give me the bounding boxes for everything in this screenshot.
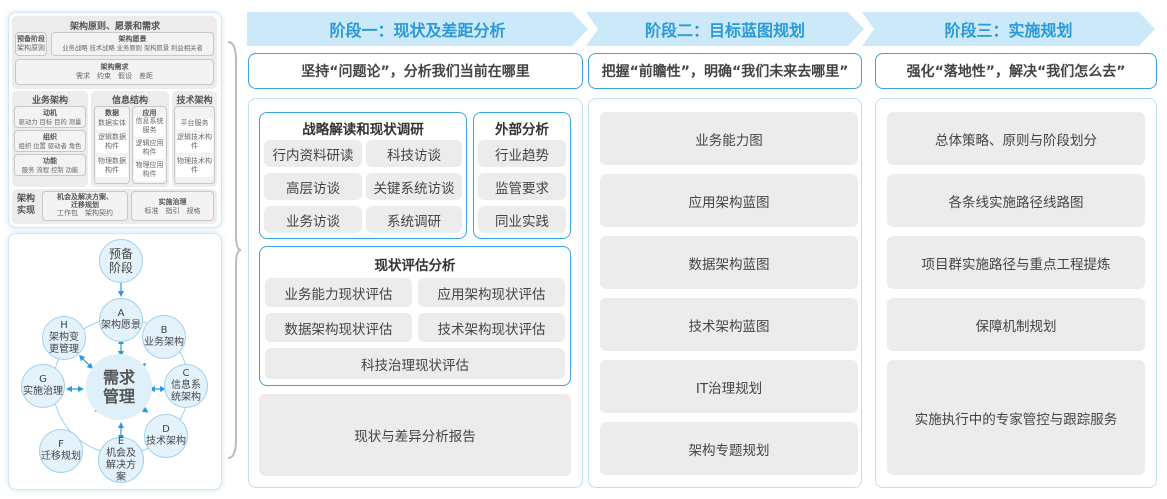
external-item: 监管要求 [478, 173, 566, 200]
phase-1-subtitle: 坚持“问题论”，分析我们当前在哪里 [248, 53, 583, 89]
phase-2-item: 技术架构蓝图 [600, 298, 858, 351]
realization-title: 架构实现 [16, 194, 35, 216]
strategy-item: 系统调研 [366, 206, 462, 233]
phase-2-item: 数据架构蓝图 [600, 236, 858, 289]
brace [227, 41, 242, 459]
strategy-research-title: 战略解读和现状调研 [302, 122, 424, 138]
gap-analysis-report: 现状与差异分析报告 [259, 394, 571, 476]
assessment-title: 现状评估分析 [374, 258, 456, 274]
strategy-item: 高层访谈 [264, 173, 362, 200]
principles-title: 架构原则、愿景和需求 [69, 22, 160, 32]
opportunity-box: 机会及解决方案、迁移规划工作包 架构契约 [42, 191, 128, 221]
phase-2-item: 应用架构蓝图 [600, 174, 858, 227]
phase-1-banner: 阶段一：现状及差距分析 [247, 12, 588, 46]
governance-box: 实施治理标准 指引 规格 [131, 191, 214, 221]
data-item: 物理数据构件 [96, 157, 128, 177]
external-item: 行业趋势 [478, 140, 566, 167]
phase-3-item: 项目群实施路径与重点工程提炼 [887, 236, 1145, 289]
tech-item: 逻辑技术构件 [176, 133, 213, 153]
phase-3-item: 实施执行中的专家管控与跟踪服务 [887, 360, 1145, 475]
phase-3-item: 各条线实施路径线路图 [887, 174, 1145, 227]
info-arch-title: 信息结构 [111, 96, 148, 106]
strategy-item: 行内资料研读 [264, 140, 362, 167]
assessment-item: 业务能力现状评估 [265, 278, 412, 307]
assessment-item: 技术架构现状评估 [418, 313, 565, 342]
strategy-item: 关键系统访谈 [366, 173, 462, 200]
business-arch-title: 业务架构 [31, 96, 68, 106]
data-item: 逻辑数据构件 [96, 133, 128, 153]
prelim-phase-circle: 预备阶段 [99, 239, 143, 283]
phase-2-banner: 阶段二：目标蓝图规划 [586, 12, 864, 46]
phase-3-banner: 阶段三：实施规划 [862, 12, 1155, 46]
organization-box: 组织组织 位置 驱动者 角色 [14, 130, 86, 152]
phase-2-item: 架构专题规划 [600, 422, 858, 475]
tech-item: 平台服务 [176, 119, 213, 130]
motivation-box: 动机驱动力 目标 目的 测量 [14, 106, 86, 128]
strategy-item: 科技访谈 [366, 140, 462, 167]
center-requirements-management: 需求管理 [86, 354, 152, 420]
assessment-item: 应用架构现状评估 [418, 278, 565, 307]
strategy-item: 业务访谈 [264, 206, 362, 233]
data-item: 数据实体 [96, 119, 128, 130]
tech-item: 物理技术构件 [176, 157, 213, 177]
phase-2-item: IT治理规划 [600, 360, 858, 413]
assessment-item: 科技治理现状评估 [265, 348, 565, 379]
external-item: 同业实践 [478, 206, 566, 233]
phase-2-subtitle: 把握“前瞻性”，明确“我们未来去哪里” [588, 53, 862, 89]
requirements-box: 架构需求需求 约束 假设 差距 [15, 59, 214, 85]
vision-box: 架构愿景业务战略 技术战略 业务原则 架构愿景 利益相关者 [51, 32, 214, 56]
app-item: 物理应用构件 [134, 161, 165, 181]
phase-3-item: 总体策略、原则与阶段划分 [887, 112, 1145, 165]
phase-3-subtitle: 强化“落地性”，解决“我们怎么去” [875, 53, 1157, 89]
external-analysis-title: 外部分析 [495, 122, 549, 138]
prelim-box: 预备阶段架构原则 [15, 32, 47, 56]
app-item: 信息系统服务 [134, 117, 165, 137]
togaf-content-panel: 架构原则、愿景和需求 预备阶段架构原则 架构愿景业务战略 技术战略 业务原则 架… [8, 12, 222, 228]
assessment-item: 数据架构现状评估 [265, 313, 412, 342]
phase-3-item: 保障机制规划 [887, 298, 1145, 351]
app-item: 逻辑应用构件 [134, 139, 165, 159]
function-box: 功能服务 流程 控制 功能 [14, 154, 86, 176]
tech-arch-title: 技术架构 [176, 96, 213, 106]
phase-2-item: 业务能力图 [600, 112, 858, 165]
